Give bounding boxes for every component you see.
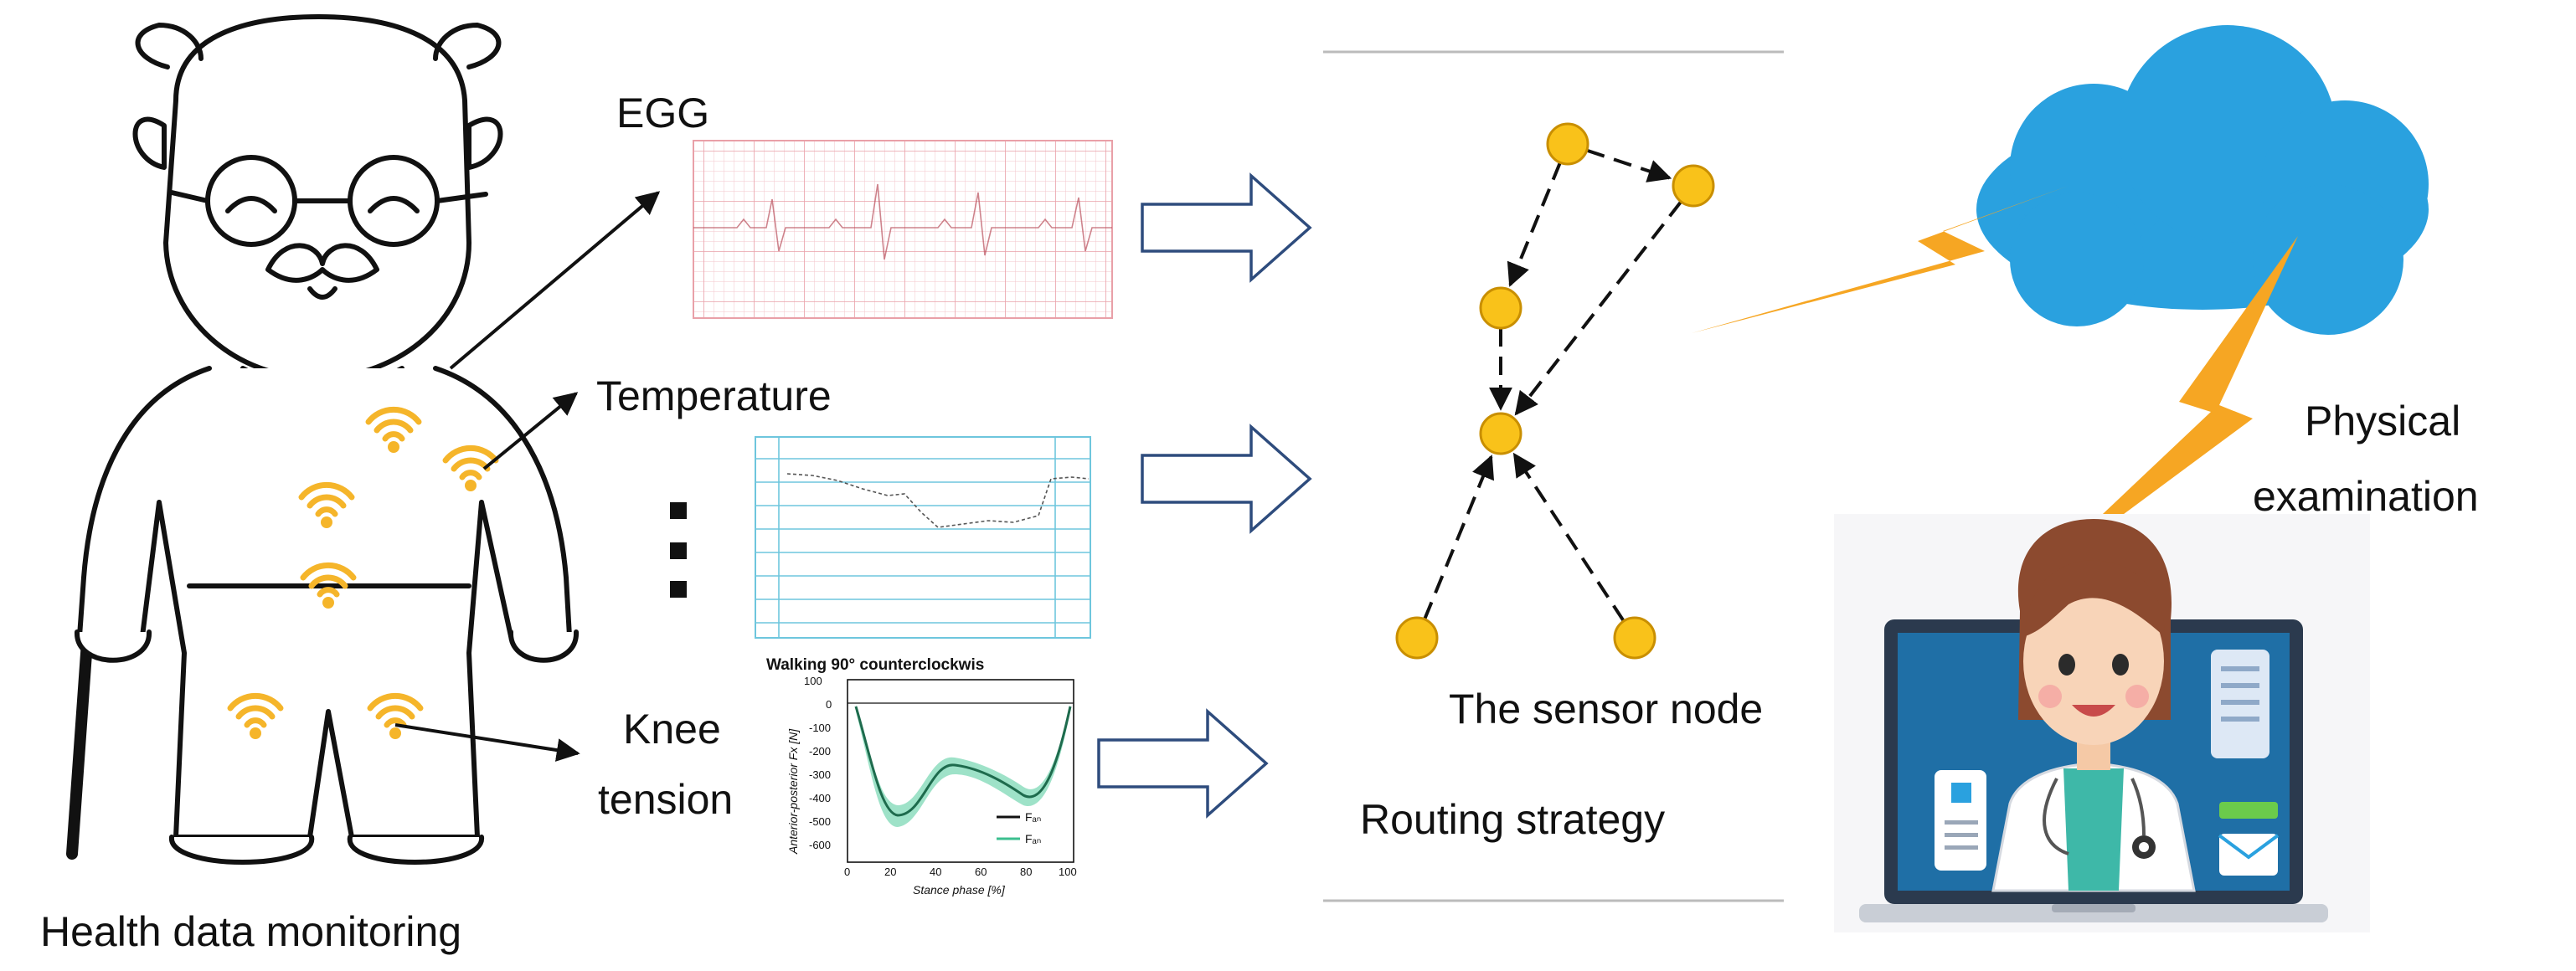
more-signals-ellipsis	[670, 502, 687, 598]
sensor-node	[1613, 616, 1656, 660]
sensor-node	[1672, 164, 1715, 208]
routing-edge-arrow	[1514, 200, 1682, 416]
flow-arrow-temperature	[1141, 425, 1311, 532]
flow-arrow-egg	[1141, 174, 1311, 281]
knee-legend-entry: Fₐₙ	[1025, 832, 1041, 845]
elderly-person-icon	[66, 14, 580, 865]
knee-y-axis-label: Anterior-posterior Fx [N]	[786, 728, 800, 855]
knee-x-tick: 80	[1020, 866, 1032, 878]
knee-y-tick: -200	[809, 745, 831, 758]
sensor-node-label: The sensor node	[1449, 686, 1763, 732]
knee-x-tick: 0	[844, 866, 850, 878]
knee-x-tick: 100	[1059, 866, 1077, 878]
egg-connector-arrow	[449, 191, 661, 370]
knee-y-tick: -300	[809, 768, 831, 781]
sensor-node	[1479, 412, 1522, 455]
knee-tension-chart: Walking 90° counterclockwis 100 0 -100 -…	[766, 656, 1077, 897]
physical-examination-label-line1: Physical	[2305, 398, 2460, 444]
knee-tension-label-line2: tension	[598, 776, 733, 823]
routing-strategy-label: Routing strategy	[1360, 796, 1665, 843]
knee-y-tick: 100	[804, 675, 822, 687]
knee-tension-label-line1: Knee	[623, 706, 721, 753]
doctor-icon	[1991, 519, 2196, 892]
sensor-node	[1479, 286, 1522, 330]
flow-arrow-knee	[1097, 710, 1268, 817]
sensor-network-edges	[1423, 148, 1682, 623]
routing-edge-arrow	[1507, 162, 1562, 287]
physical-examination-label-line2: examination	[2253, 473, 2479, 520]
knee-x-tick: 40	[930, 866, 941, 878]
health-monitoring-label: Health data monitoring	[40, 908, 461, 955]
knee-legend-entry: Fₐₙ	[1025, 810, 1041, 824]
knee-x-axis-label: Stance phase [%]	[913, 883, 1006, 897]
knee-y-tick: -400	[809, 792, 831, 804]
temperature-chart	[755, 436, 1091, 639]
sensor-network-nodes	[1395, 122, 1715, 660]
ecg-chart	[693, 140, 1113, 319]
knee-x-tick: 60	[975, 866, 987, 878]
egg-label: EGG	[616, 90, 709, 136]
knee-connector-arrow	[394, 723, 580, 762]
routing-edge-arrow	[1423, 455, 1495, 620]
knee-plot-title: Walking 90° counterclockwis	[766, 656, 984, 674]
knee-y-tick: 0	[826, 698, 832, 711]
routing-edge-arrow	[1586, 148, 1672, 182]
knee-y-tick: -100	[809, 722, 831, 734]
temperature-connector-arrow	[482, 392, 579, 470]
sensor-node	[1546, 122, 1589, 166]
knee-y-tick: -500	[809, 815, 831, 828]
knee-y-tick: -600	[809, 839, 831, 851]
temperature-label: Temperature	[596, 372, 832, 419]
sensor-node	[1395, 616, 1439, 660]
routing-edge-arrow	[1512, 452, 1625, 623]
knee-x-tick: 20	[884, 866, 896, 878]
cloud-icon	[1976, 25, 2429, 335]
